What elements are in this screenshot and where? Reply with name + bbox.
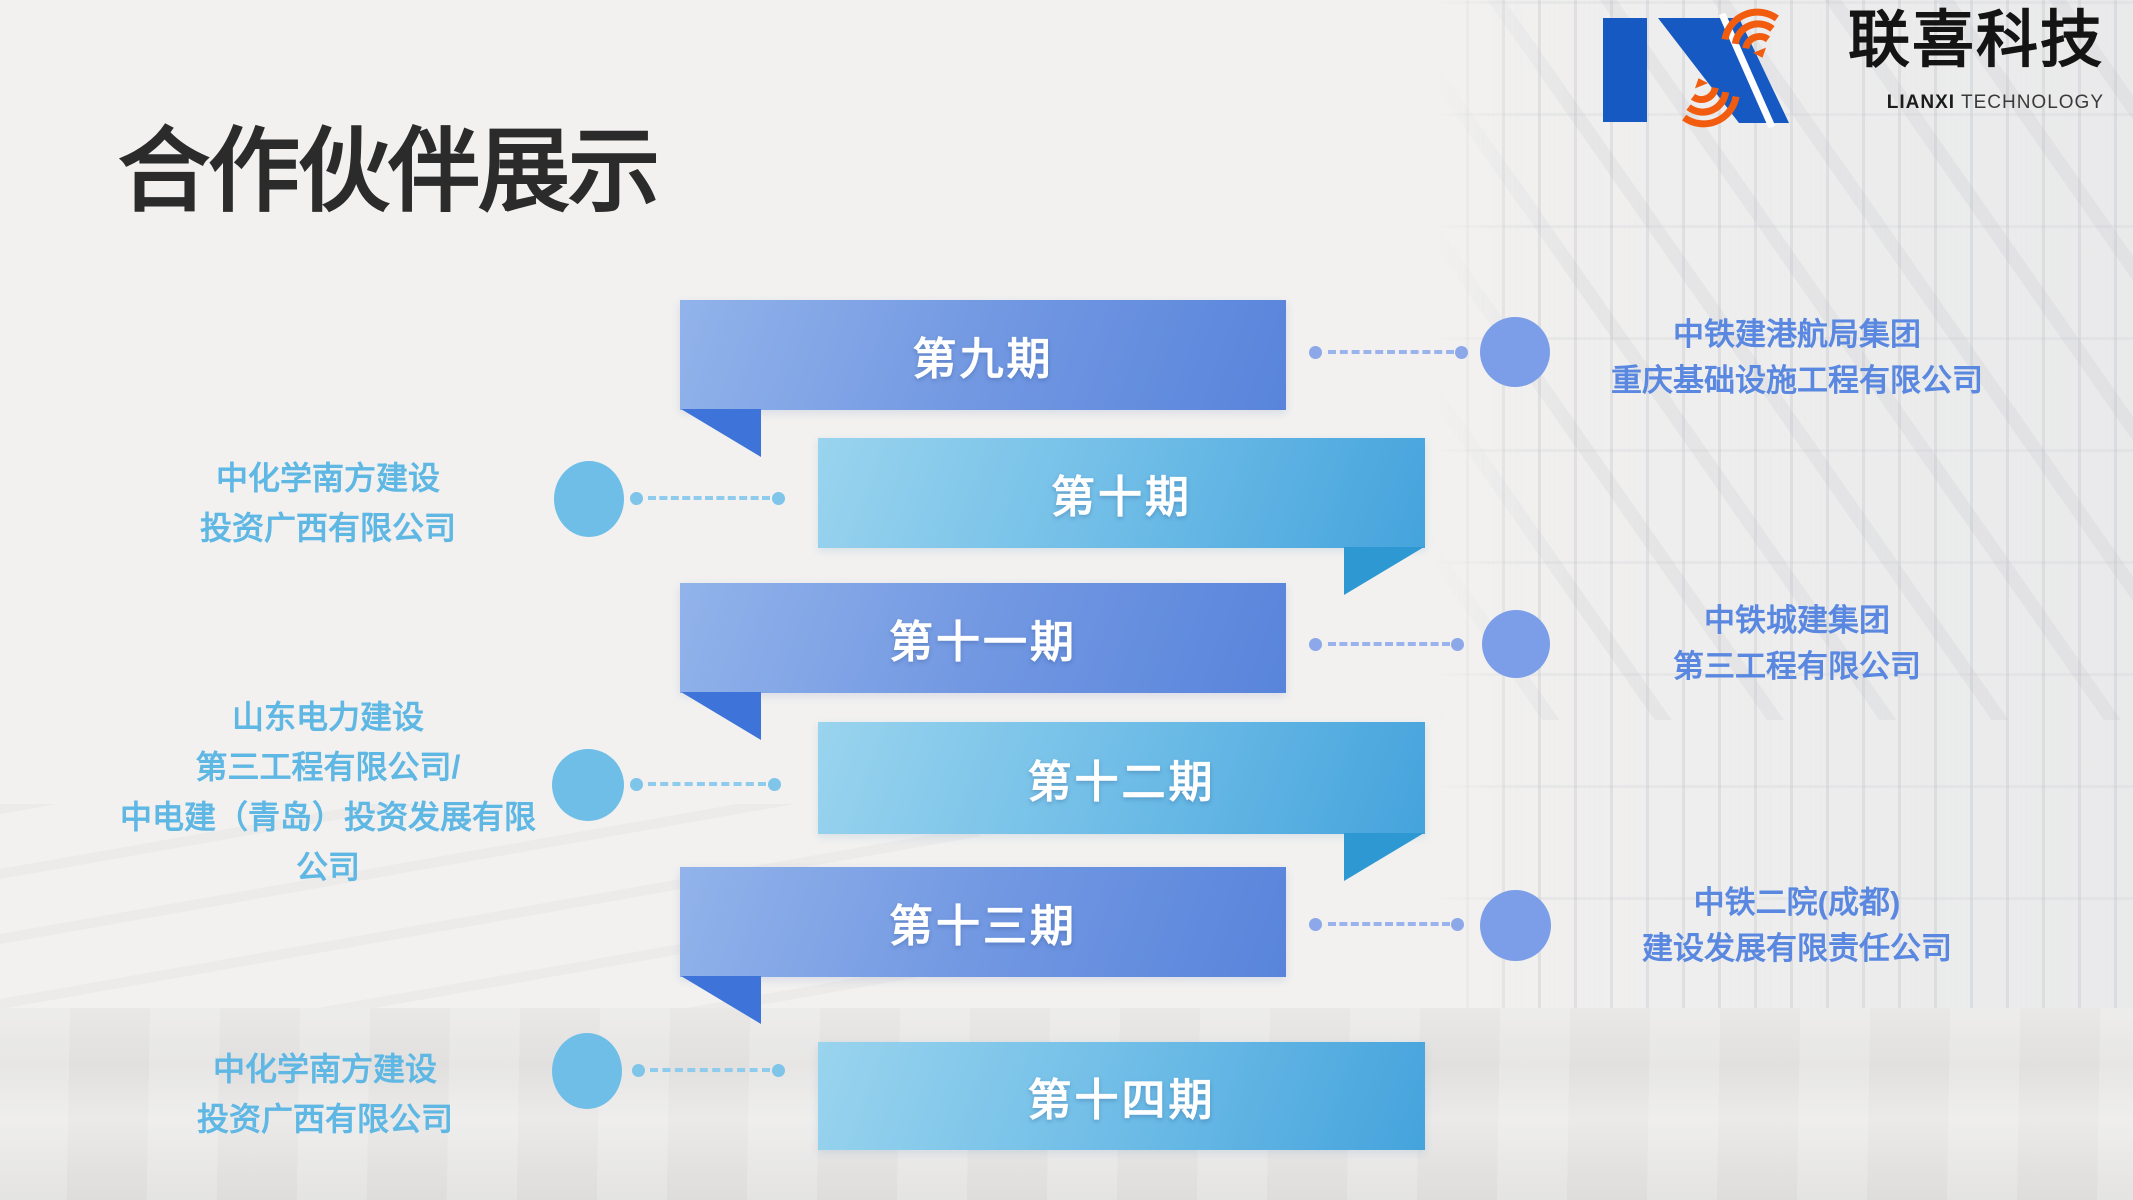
dot-icon: [1309, 918, 1322, 931]
circle-node-icon: [1480, 317, 1550, 387]
partner-line: 中化学南方建设: [212, 1051, 437, 1087]
lx-signal-mark-icon: [1603, 8, 1789, 128]
dot-icon: [630, 778, 643, 791]
ribbon-fold: [1344, 833, 1424, 881]
ribbon-label: 第十期: [1051, 473, 1192, 522]
partner-name: 中铁建港航局集团 重庆基础设施工程有限公司: [1582, 312, 2012, 404]
partner-line: 投资广西有限公司: [196, 1101, 453, 1137]
circle-node-icon: [552, 749, 624, 821]
dot-icon: [1455, 346, 1468, 359]
partner-line: 中电建（青岛）投资发展有限: [119, 799, 536, 835]
dot-icon: [632, 1064, 645, 1077]
partner-line: 公司: [295, 849, 360, 885]
circle-node-icon: [1482, 610, 1550, 678]
partner-line: 中铁城建集团: [1704, 603, 1890, 638]
partner-name: 中化学南方建设 投资广西有限公司: [140, 1044, 510, 1144]
ribbon-period-11: 第十一期: [680, 583, 1286, 693]
dot-icon: [768, 778, 781, 791]
partner-line: 投资广西有限公司: [199, 510, 456, 546]
circle-node-icon: [554, 461, 624, 537]
dot-icon: [1309, 346, 1322, 359]
logo-en-light: TECHNOLOGY: [1955, 92, 2104, 113]
ribbon-fold: [681, 692, 761, 740]
ribbon-label: 第十三期: [889, 902, 1077, 951]
ribbon-period-10: 第十期: [818, 438, 1425, 548]
connector-line: [650, 1068, 770, 1072]
company-logo: 联喜科技 LIANXI TECHNOLOGY: [1600, 6, 2105, 128]
partner-name: 山东电力建设 第三工程有限公司/ 中电建（青岛）投资发展有限 公司: [88, 692, 568, 892]
partner-name: 中化学南方建设 投资广西有限公司: [148, 453, 508, 553]
partner-line: 中铁建港航局集团: [1673, 317, 1921, 352]
ribbon-label: 第九期: [912, 335, 1054, 384]
partner-line: 建设发展有限责任公司: [1642, 931, 1952, 966]
partner-line: 中化学南方建设: [215, 460, 440, 496]
partner-line: 重庆基础设施工程有限公司: [1611, 363, 1983, 398]
ribbon-label: 第十四期: [1027, 1076, 1216, 1125]
ribbon-period-13: 第十三期: [680, 867, 1286, 977]
circle-node-icon: [552, 1033, 622, 1109]
partner-line: 第三工程有限公司: [1673, 649, 1921, 684]
connector-line: [1328, 922, 1450, 926]
dot-icon: [630, 492, 643, 505]
partner-name: 中铁二院(成都) 建设发展有限责任公司: [1582, 880, 2012, 972]
connector-line: [1328, 642, 1450, 646]
partner-line: 中铁二院(成都): [1693, 885, 1901, 920]
dot-icon: [772, 1064, 785, 1077]
dot-icon: [1451, 918, 1464, 931]
logo-company-name-en: LIANXI TECHNOLOGY: [1812, 92, 2104, 114]
ribbon-period-12: 第十二期: [818, 722, 1425, 834]
dot-icon: [772, 492, 785, 505]
partner-name: 中铁城建集团 第三工程有限公司: [1582, 598, 2012, 690]
circle-node-icon: [1480, 890, 1551, 961]
dot-icon: [1309, 638, 1322, 651]
connector-line: [648, 782, 766, 786]
ribbon-period-9: 第九期: [680, 300, 1286, 410]
connector-line: [1328, 350, 1454, 354]
ribbon-period-14: 第十四期: [818, 1042, 1425, 1150]
ribbon-fold: [1344, 547, 1424, 595]
building-photo-background: [1430, 0, 2133, 1012]
ribbon-label: 第十一期: [889, 618, 1077, 667]
ribbon-fold: [681, 409, 761, 457]
ribbon-label: 第十二期: [1027, 758, 1216, 807]
logo-company-name: 联喜科技: [1847, 6, 2104, 75]
partner-line: 山东电力建设: [231, 699, 424, 735]
page-title: 合作伙伴展示: [118, 121, 660, 223]
dot-icon: [1451, 638, 1464, 651]
connector-line: [648, 496, 770, 500]
logo-en-bold: LIANXI: [1886, 92, 1956, 113]
partner-line: 第三工程有限公司/: [195, 749, 461, 785]
